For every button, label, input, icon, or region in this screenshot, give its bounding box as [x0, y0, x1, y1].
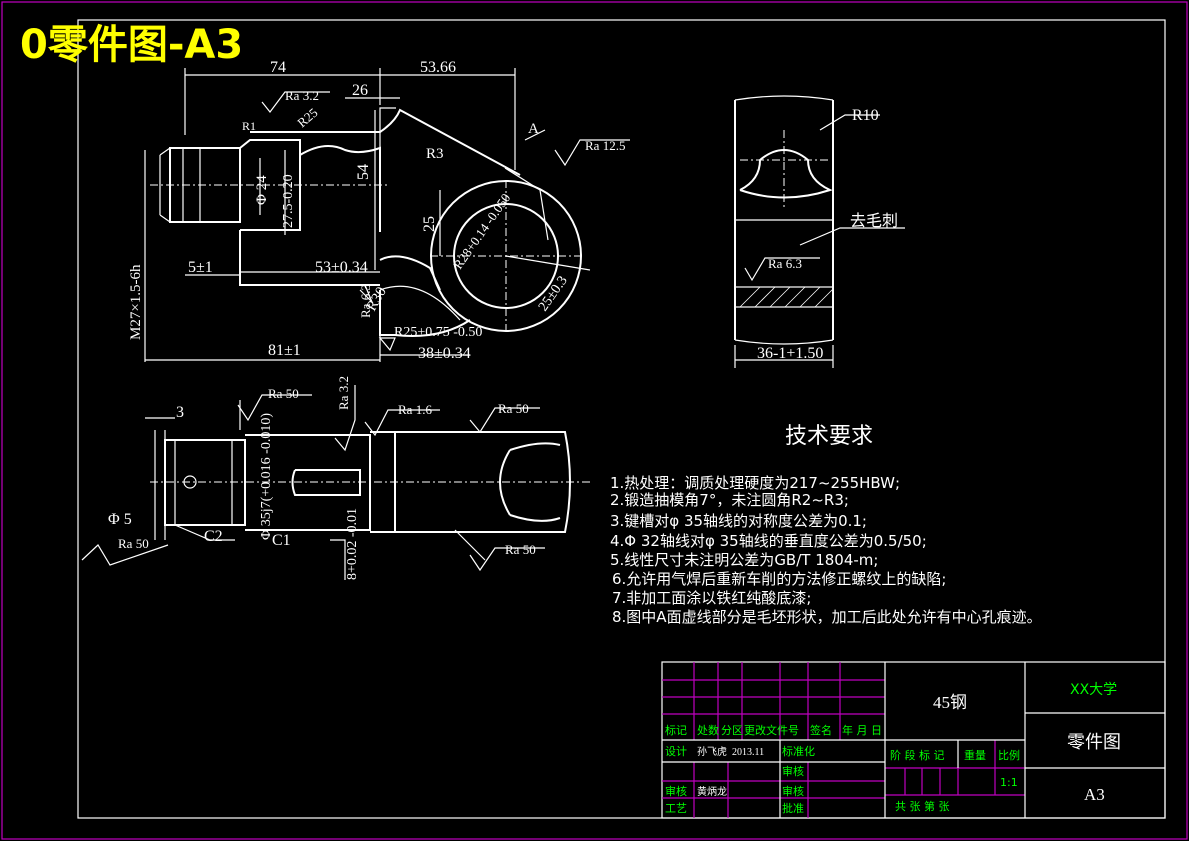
- dim-r25: R25: [294, 105, 320, 130]
- tb-sheets: 共 张 第 张: [895, 799, 950, 813]
- drawing-title: 0零件图-A3: [20, 22, 243, 68]
- dim-m27: M27×1.5-6h: [128, 264, 144, 340]
- side-r10: R10: [852, 107, 879, 124]
- tb-material: 45钢: [933, 693, 967, 712]
- dim-phi35: Φ 35j7(+0.016 -0.010): [259, 413, 274, 540]
- side-36: 36-1+1.50: [757, 345, 823, 362]
- tb-check: 审核: [782, 764, 804, 778]
- dim-8: 8+0.02 -0.01: [345, 508, 360, 580]
- tb-standardize: 标准化: [782, 744, 815, 758]
- side-ra63: Ra 6.3: [768, 256, 802, 271]
- dim-54: 54: [355, 164, 372, 180]
- tb-checker: 黄炳龙: [697, 785, 727, 798]
- tb-scale: 1:1: [1000, 776, 1018, 789]
- tech-req-item: 3.键槽对φ 35轴线的对称度公差为0.1;: [610, 512, 867, 530]
- tech-req-heading: 技术要求: [785, 424, 873, 449]
- tech-req-item: 2.锻造抽模角7°，未注圆角R2~R3;: [610, 491, 849, 509]
- tb-change-row: 标记 处数 分区 更改文件号 签名 年 月 日: [665, 723, 882, 737]
- tech-req-item: 1.热处理：调质处理硬度为217~255HBW;: [610, 474, 900, 492]
- tb-craft: 工艺: [665, 802, 687, 815]
- tb-approve: 批准: [782, 801, 804, 815]
- dim-phi5: Φ 5: [108, 511, 132, 528]
- tech-req-list: 1.热处理：调质处理硬度为217~255HBW; 2.锻造抽模角7°，未注圆角R…: [610, 474, 1042, 626]
- bot-ra50-b: Ra 50: [498, 401, 529, 416]
- dim-81pm1: 81±1: [268, 342, 301, 359]
- top-ra32: Ra 3.2: [285, 88, 319, 103]
- dim-53pm: 53±0.34: [315, 259, 368, 276]
- bot-ra50-a: Ra 50: [268, 386, 299, 401]
- tb-size: A3: [1084, 785, 1105, 804]
- dim-27-5: 27.5-0.20: [281, 174, 296, 228]
- tech-req-item: 8.图中A面虚线部分是毛坯形状，加工后此处允许有中心孔痕迹。: [612, 608, 1042, 626]
- inner-border: [77, 19, 1166, 819]
- tb-ratio: 比例: [998, 748, 1020, 762]
- bot-ra50-d: Ra 50: [118, 536, 149, 551]
- bot-ra32: Ra 3.2: [336, 376, 351, 410]
- tb-school: XX大学: [1070, 682, 1117, 698]
- side-deburr: 去毛刺: [850, 212, 898, 230]
- tb-count: 处数: [697, 724, 719, 737]
- tb-check-label: 审核: [665, 784, 687, 798]
- dim-phi24: Φ 24: [254, 175, 270, 205]
- tb-mark: 标记: [665, 723, 687, 737]
- bot-ra16: Ra 1.6: [398, 402, 432, 417]
- dim-53-66: 53.66: [420, 59, 456, 76]
- tb-designer: 孙飞虎: [697, 745, 727, 758]
- title-block: [661, 661, 1166, 819]
- tb-date-label: 年 月 日: [842, 723, 882, 737]
- dim-c2: C2: [204, 528, 223, 545]
- label-a: A: [528, 121, 539, 137]
- tb-sign: 签名: [810, 723, 832, 737]
- top-view: [144, 68, 630, 362]
- tb-stage: 阶 段 标 记: [890, 748, 945, 762]
- tech-req-item: 5.线性尺寸未注明公差为GB/T 1804-m;: [610, 551, 878, 569]
- tb-weight: 重量: [964, 748, 986, 762]
- top-ra125: Ra 12.5: [585, 138, 625, 153]
- tech-req-item: 7.非加工面涂以铁红纯酸底漆;: [612, 589, 811, 607]
- tb-date: 2013.11: [732, 747, 764, 758]
- tb-designer-label: 设计: [665, 745, 687, 758]
- bottom-view: [81, 385, 590, 580]
- tb-drawing-name: 零件图: [1067, 732, 1121, 753]
- dim-r3: R3: [426, 146, 444, 162]
- dim-25: 25: [421, 216, 438, 232]
- side-view: [734, 95, 905, 368]
- dim-38pm: 38±0.34: [418, 345, 471, 362]
- tb-docno: 更改文件号: [744, 723, 799, 737]
- dim-26: 26: [352, 82, 368, 99]
- tech-req-item: 4.Φ 32轴线对φ 35轴线的垂直度公差为0.5/50;: [610, 532, 927, 550]
- dim-74: 74: [270, 59, 286, 76]
- top-ra63: Ra 6.3: [358, 284, 373, 318]
- bot-ra50-c: Ra 50: [505, 542, 536, 557]
- dim-c1: C1: [272, 532, 291, 549]
- dim-5pm1: 5±1: [188, 259, 213, 276]
- tech-req-item: 6.允许用气焊后重新车削的方法修正螺纹上的缺陷;: [612, 570, 946, 588]
- tb-zone: 分区: [721, 724, 743, 737]
- dim-3: 3: [176, 404, 184, 421]
- dim-r25-tol: R25+0.75 -0.50: [394, 325, 482, 340]
- dim-r1: R1: [242, 119, 256, 133]
- tb-review: 审核: [782, 784, 804, 798]
